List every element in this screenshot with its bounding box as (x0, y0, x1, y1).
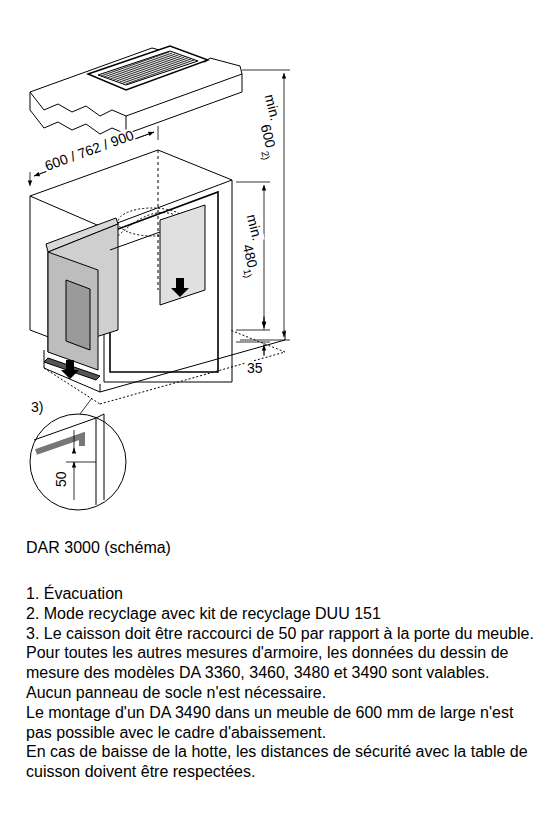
dimension-arrow (264, 318, 265, 328)
dimension-text: min. (262, 92, 282, 123)
footnote-mark: 1) (241, 268, 253, 279)
note-text: 2. Mode recyclage avec kit de recyclage … (26, 604, 538, 624)
detail-edge (34, 418, 96, 505)
note-text: Le montage d'un DA 3490 dans un meuble d… (26, 703, 538, 743)
mounting-bracket (160, 205, 205, 305)
leader-line (80, 398, 92, 414)
countertop (30, 46, 242, 134)
unit-base (44, 358, 100, 380)
detail-circle (30, 414, 126, 510)
dimension-text: 50 (54, 470, 68, 488)
note-text: 3. Le caisson doit être raccourci de 50 … (26, 624, 538, 644)
dimension-lines (30, 70, 290, 414)
vent-slat (126, 60, 194, 84)
extension-line (74, 430, 75, 450)
dimension-text: 480 (240, 242, 260, 270)
extension-line (66, 462, 96, 463)
extension-line (236, 342, 270, 343)
footnote-mark: 2) (259, 150, 271, 161)
detail-unit (36, 436, 82, 452)
dimension-line (264, 185, 265, 327)
installation-drawing (0, 0, 546, 525)
dimension-text: 35 (246, 361, 264, 375)
extension-line (240, 70, 290, 340)
cabinet-outline (30, 150, 232, 382)
plinth-outline (100, 330, 285, 404)
hood-unit (44, 205, 205, 380)
dimension-arrow (264, 345, 265, 355)
vent-grille (88, 46, 208, 90)
unit-panel (66, 280, 90, 350)
mounting-rail (110, 232, 160, 250)
vent-slats (101, 52, 194, 84)
extension-line (236, 182, 270, 330)
vent-slat (117, 57, 185, 81)
dimension-line (74, 462, 75, 500)
plinth (44, 330, 285, 404)
unit-side (48, 252, 98, 370)
note-text: Pour toutes les autres mesures d'armoire… (26, 643, 538, 683)
figure-caption: DAR 3000 (schéma) (26, 538, 538, 558)
airflow-arrow (171, 278, 189, 297)
note-text: 1. Évacuation (26, 584, 538, 604)
dimension-line (284, 73, 285, 337)
note-text: En cas de baisse de la hotte, les distan… (26, 742, 538, 782)
dimension-text: min. (244, 212, 264, 243)
direction-arrows (61, 278, 189, 379)
dimension-line (264, 316, 265, 356)
vent-slat (123, 59, 191, 83)
door-frame (110, 192, 218, 372)
dimension-arrow (74, 448, 75, 452)
dimension-text: 600 (258, 122, 278, 150)
detail-edge (96, 414, 104, 500)
plinth-edge (100, 330, 285, 392)
detail-view (30, 414, 126, 510)
vent-grille (98, 51, 198, 85)
cabinet (30, 150, 232, 382)
callout-number: 3) (30, 400, 44, 414)
vent-slat (120, 58, 188, 82)
dimension-arrow (74, 462, 75, 466)
dimension-line (30, 126, 158, 186)
hidden-edge (158, 150, 159, 290)
note-text: Aucun panneau de socle n'est nécessaire. (26, 683, 538, 703)
dimension-text: 600 / 762 / 900 (42, 127, 136, 173)
